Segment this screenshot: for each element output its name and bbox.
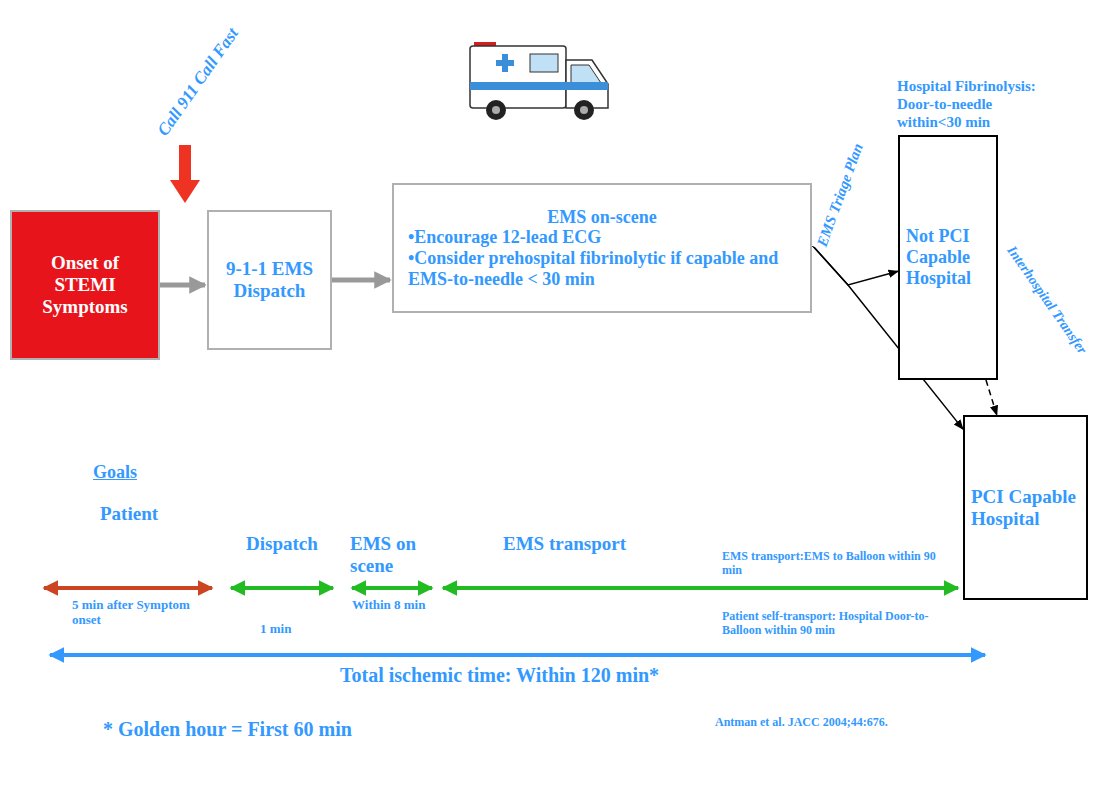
transport-goal-arrow xyxy=(443,586,958,590)
ambulance-illustration xyxy=(470,42,608,120)
triage-arrow xyxy=(812,245,898,285)
patient-goal-arrow xyxy=(44,586,212,590)
goals-heading: Goals xyxy=(93,462,163,483)
node-text: 9-1-1 EMS Dispatch xyxy=(215,258,324,302)
node-text: •Encourage 12-lead ECG xyxy=(408,227,804,248)
node-text: Not PCI Capable Hospital xyxy=(906,226,990,288)
node-body: PCI Capable Hospital xyxy=(971,486,1080,530)
node-body: EMS on-scene•Encourage 12-lead ECG•Consi… xyxy=(400,207,804,290)
node-text: •Consider prehospital fibrinolytic if ca… xyxy=(408,248,804,289)
call-instruction: Call 911 Call Fast xyxy=(154,24,243,139)
goal-time: 1 min xyxy=(260,622,315,637)
node-heading: Hospital Fibrinolysis: Door-to-needle wi… xyxy=(897,77,1037,131)
symptom-onset-box: Onset of STEMI Symptoms xyxy=(10,210,160,360)
node-text: PCI Capable Hospital xyxy=(971,486,1080,530)
edge-label: EMS Triage Plan xyxy=(812,138,869,252)
edge-label: Interhospital Transfer xyxy=(1001,240,1092,360)
pci-hospital-box: PCI Capable Hospital xyxy=(963,415,1088,600)
goal-time: 5 min after Symptom onset xyxy=(72,598,192,628)
total-ischemic-arrow xyxy=(50,653,985,657)
goal-time: Within 8 min xyxy=(352,598,437,613)
non-pci-hospital-box: Not PCI Capable HospitalHospital Fibrino… xyxy=(898,135,998,380)
golden-hour-note: * Golden hour = First 60 min xyxy=(103,718,403,741)
flow-arrow xyxy=(160,283,205,288)
transport-goal-note: Patient self-transport: Hospital Door-to… xyxy=(722,610,957,638)
dispatch-box: 9-1-1 EMS Dispatch xyxy=(207,210,332,350)
on-scene-box: EMS on-scene•Encourage 12-lead ECG•Consi… xyxy=(392,183,812,313)
node-text: Onset of STEMI Symptoms xyxy=(18,252,152,318)
node-body: Onset of STEMI Symptoms xyxy=(18,252,152,318)
goal-label: EMS on scene xyxy=(350,533,435,577)
transfer-arrow xyxy=(986,380,997,415)
on-scene-goal-arrow xyxy=(352,586,432,590)
total-time-note: Total ischemic time: Within 120 min* xyxy=(340,664,780,687)
goal-label: Patient xyxy=(100,503,200,525)
goal-label: Dispatch xyxy=(246,533,341,555)
goal-label: EMS transport xyxy=(503,533,673,555)
call-arrow xyxy=(170,145,200,203)
flow-arrow xyxy=(332,278,390,283)
transport-goal-note: EMS transport:EMS to Balloon within 90 m… xyxy=(722,550,957,578)
citation: Antman et al. JACC 2004;44:676. xyxy=(715,716,905,730)
node-body: 9-1-1 EMS Dispatch xyxy=(215,258,324,302)
dispatch-goal-arrow xyxy=(231,586,333,590)
node-text: EMS on-scene xyxy=(400,207,804,228)
node-body: Not PCI Capable Hospital xyxy=(906,226,990,288)
